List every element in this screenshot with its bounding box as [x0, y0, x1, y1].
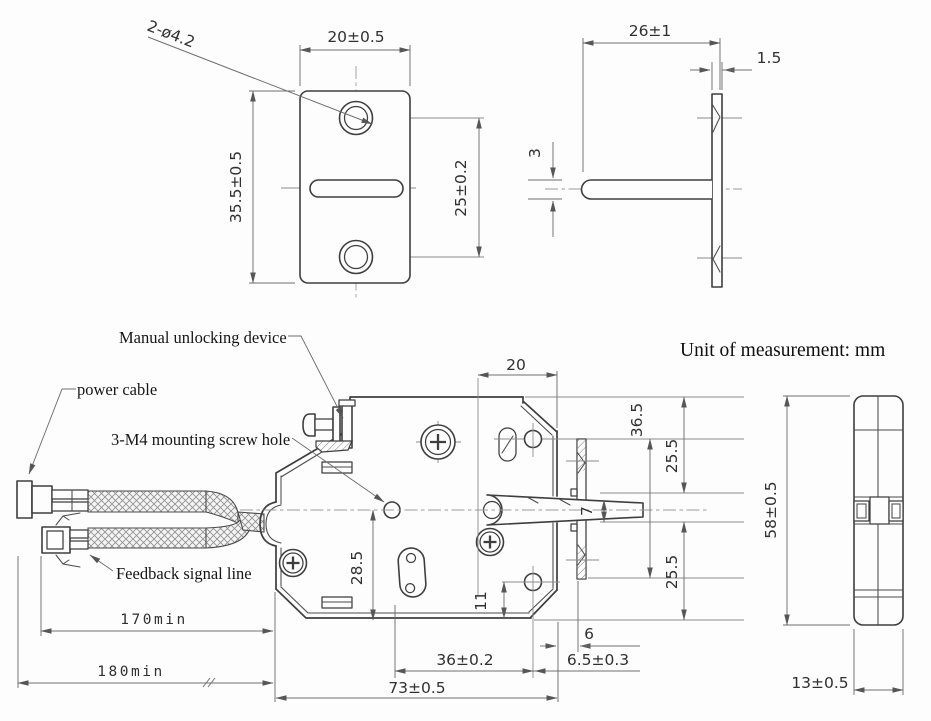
dim-side-depth: 13±0.5 [791, 674, 848, 692]
plate-tab [580, 179, 712, 200]
dim-hole-span: 36±0.2 [436, 651, 493, 669]
screw-icon [278, 548, 308, 578]
dim-tab-thickness: 3 [526, 148, 544, 158]
screw-icon [475, 527, 505, 557]
callout-power-cable: power cable [77, 380, 157, 399]
cable-grommet-neck [237, 511, 265, 533]
cam-slot [498, 427, 517, 462]
callouts: Manual unlocking device power cable 3-M4… [28, 328, 385, 583]
unit-note: Unit of measurement: mm [680, 340, 885, 361]
lock-side-view: 58±0.5 13±0.5 [762, 395, 904, 695]
dim-hole-offset: 11 [472, 591, 490, 611]
dim-center-height: 28.5 [348, 551, 366, 586]
dim-edge-offset: 6.5±0.3 [567, 651, 629, 669]
dim-upper-offset: 25.5 [663, 439, 681, 474]
power-cable-drawing [87, 490, 239, 524]
power-connector [16, 480, 89, 519]
dim-plate-hole-pitch: 25±0.2 [452, 159, 470, 216]
dim-plate-width: 20±0.5 [327, 28, 384, 46]
callout-manual-unlock: Manual unlocking device [119, 328, 287, 347]
plate-front-view: 20±0.5 35.5±0.5 25±0.2 2-ø4.2 [145, 17, 484, 300]
screw-icon [416, 421, 461, 463]
callout-mounting-hole: 3-M4 mounting screw hole [111, 430, 290, 449]
dim-striker-height: 36.5 [628, 403, 646, 438]
plate-side-view: 26±1 1.5 3 [526, 22, 782, 288]
dim-overall-length: 180min [97, 664, 164, 680]
dim-cable-length: 170min [120, 612, 187, 628]
dim-plate-side-width: 26±1 [629, 22, 672, 40]
cable-grommet [259, 501, 277, 547]
adjust-slot [397, 547, 427, 598]
manual-unlock-device [302, 399, 356, 453]
dim-side-height: 58±0.5 [762, 481, 780, 538]
dim-lower-offset: 25.5 [663, 555, 681, 590]
plate-slot [309, 179, 404, 198]
side-clip-center [869, 496, 890, 525]
dim-tongue-height: 7 [578, 506, 596, 516]
lock-front-view: 20 36.5 25.5 25.5 7 28.5 11 6 36±0.2 6.5… [16, 328, 744, 702]
side-clip-left [853, 500, 870, 522]
vent-slot [321, 461, 353, 609]
dim-plate-thickness: 1.5 [757, 49, 782, 67]
dim-body-width: 73±0.5 [388, 679, 445, 697]
dim-plate-height: 35.5±0.5 [227, 151, 245, 223]
feedback-cable-drawing [87, 511, 265, 549]
feedback-connector [41, 512, 89, 568]
dim-gap: 6 [584, 625, 594, 643]
dim-top-width: 20 [506, 356, 526, 374]
callout-feedback-line: Feedback signal line [116, 564, 252, 583]
